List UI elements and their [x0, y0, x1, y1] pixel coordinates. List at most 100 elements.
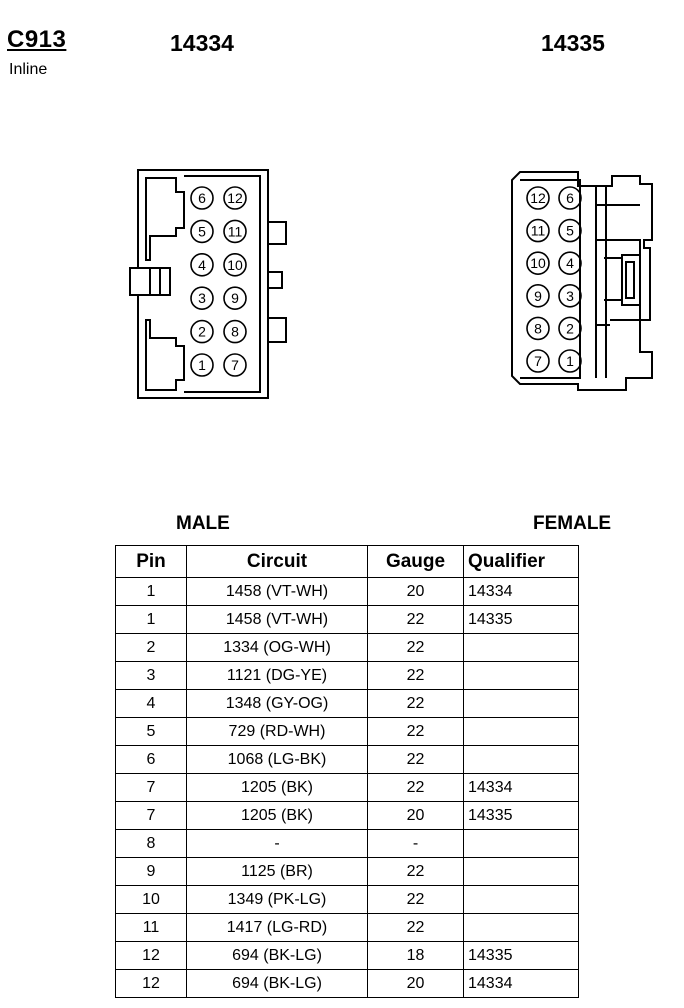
male-pin-number: 3 [198, 290, 206, 306]
female-pin-circle [558, 251, 582, 276]
male-pin-circle [223, 353, 247, 377]
female-pin-number: 4 [566, 255, 574, 271]
pin-cell: 4 [115, 689, 187, 718]
circuit-cell: 694 (BK-LG) [186, 969, 368, 998]
male-pin-circle [190, 319, 214, 344]
circuit-cell: 1334 (OG-WH) [186, 633, 368, 662]
gauge-cell: 22 [367, 857, 464, 886]
header-gauge: Gauge [367, 545, 464, 578]
female-connector-outline [511, 171, 653, 391]
male-connector-outline [129, 169, 287, 399]
male-pin-number: 1 [198, 357, 206, 373]
male-pin-number: 8 [231, 324, 239, 340]
qualifier-cell [463, 829, 579, 858]
pin-cell: 11 [115, 913, 187, 942]
male-pin-number: 4 [198, 257, 206, 273]
male-pin-number: 5 [198, 223, 206, 239]
connector-type: Inline [9, 61, 48, 78]
circuit-cell: 729 (RD-WH) [186, 717, 368, 746]
connector-id: C913 [7, 26, 67, 53]
female-label: FEMALE [533, 513, 612, 534]
pin-cell: 5 [115, 717, 187, 746]
pin-cell: 7 [115, 801, 187, 830]
gauge-cell: 22 [367, 661, 464, 690]
gauge-cell: - [367, 829, 464, 858]
qualifier-cell: 14334 [463, 577, 579, 606]
gauge-cell: 22 [367, 689, 464, 718]
circuit-cell: 1458 (VT-WH) [186, 605, 368, 634]
female-pin-circle [558, 316, 582, 341]
qualifier-cell [463, 745, 579, 774]
male-pin-circle [223, 319, 247, 344]
pin-cell: 7 [115, 773, 187, 802]
header-circuit: Circuit [186, 545, 368, 578]
female-pin-circle [526, 283, 550, 308]
qualifier-cell: 14335 [463, 941, 579, 970]
pin-cell: 2 [115, 633, 187, 662]
qualifier-cell: 14334 [463, 969, 579, 998]
qualifier-cell [463, 661, 579, 690]
female-pin-circle [526, 316, 550, 341]
circuit-cell: 694 (BK-LG) [186, 941, 368, 970]
male-pin-number: 11 [228, 223, 243, 239]
gauge-cell: 20 [367, 801, 464, 830]
female-pin-number: 6 [566, 190, 574, 206]
circuit-cell: 1125 (BR) [186, 857, 368, 886]
male-pin-number: 9 [231, 290, 239, 306]
pin-cell: 1 [115, 577, 187, 606]
female-pin-number: 12 [530, 190, 546, 206]
pin-cell: 1 [115, 605, 187, 634]
female-pin-number: 2 [566, 320, 574, 336]
pin-cell: 9 [115, 857, 187, 886]
gauge-cell: 22 [367, 773, 464, 802]
circuit-cell: - [186, 829, 368, 858]
pin-cell: 8 [115, 829, 187, 858]
qualifier-cell: 14335 [463, 605, 579, 634]
circuit-cell: 1417 (LG-RD) [186, 913, 368, 942]
qualifier-cell: 14335 [463, 801, 579, 830]
male-part-number: 14334 [170, 30, 234, 56]
female-pin-circle [558, 283, 582, 308]
header-qualifier: Qualifier [463, 545, 579, 578]
male-pin-circle [223, 186, 247, 210]
qualifier-cell [463, 717, 579, 746]
male-pin-circle [190, 353, 214, 377]
circuit-cell: 1349 (PK-LG) [186, 885, 368, 914]
pin-cell: 10 [115, 885, 187, 914]
male-pin-circle [223, 286, 247, 311]
female-pin-circle [558, 349, 582, 373]
header-pin: Pin [115, 545, 187, 578]
male-pin-number: 12 [227, 190, 243, 206]
circuit-cell: 1205 (BK) [186, 773, 368, 802]
gauge-cell: 22 [367, 605, 464, 634]
female-pin-number: 8 [534, 320, 542, 336]
female-pin-number: 3 [566, 288, 574, 304]
female-pin-number: 9 [534, 288, 542, 304]
female-pin-number: 10 [530, 255, 546, 271]
female-part-number: 14335 [541, 30, 605, 56]
male-pin-circle [190, 219, 214, 244]
female-pin-circle [526, 218, 550, 243]
gauge-cell: 18 [367, 941, 464, 970]
female-pin-circle [558, 186, 582, 210]
qualifier-cell: 14334 [463, 773, 579, 802]
female-pin-number: 11 [531, 223, 546, 239]
circuit-cell: 1068 (LG-BK) [186, 745, 368, 774]
male-pin-circle [223, 252, 247, 277]
pin-cell: 3 [115, 661, 187, 690]
male-pin-circle [190, 186, 214, 210]
pin-cell: 12 [115, 941, 187, 970]
male-pin-number: 7 [231, 357, 239, 373]
gauge-cell: 20 [367, 577, 464, 606]
